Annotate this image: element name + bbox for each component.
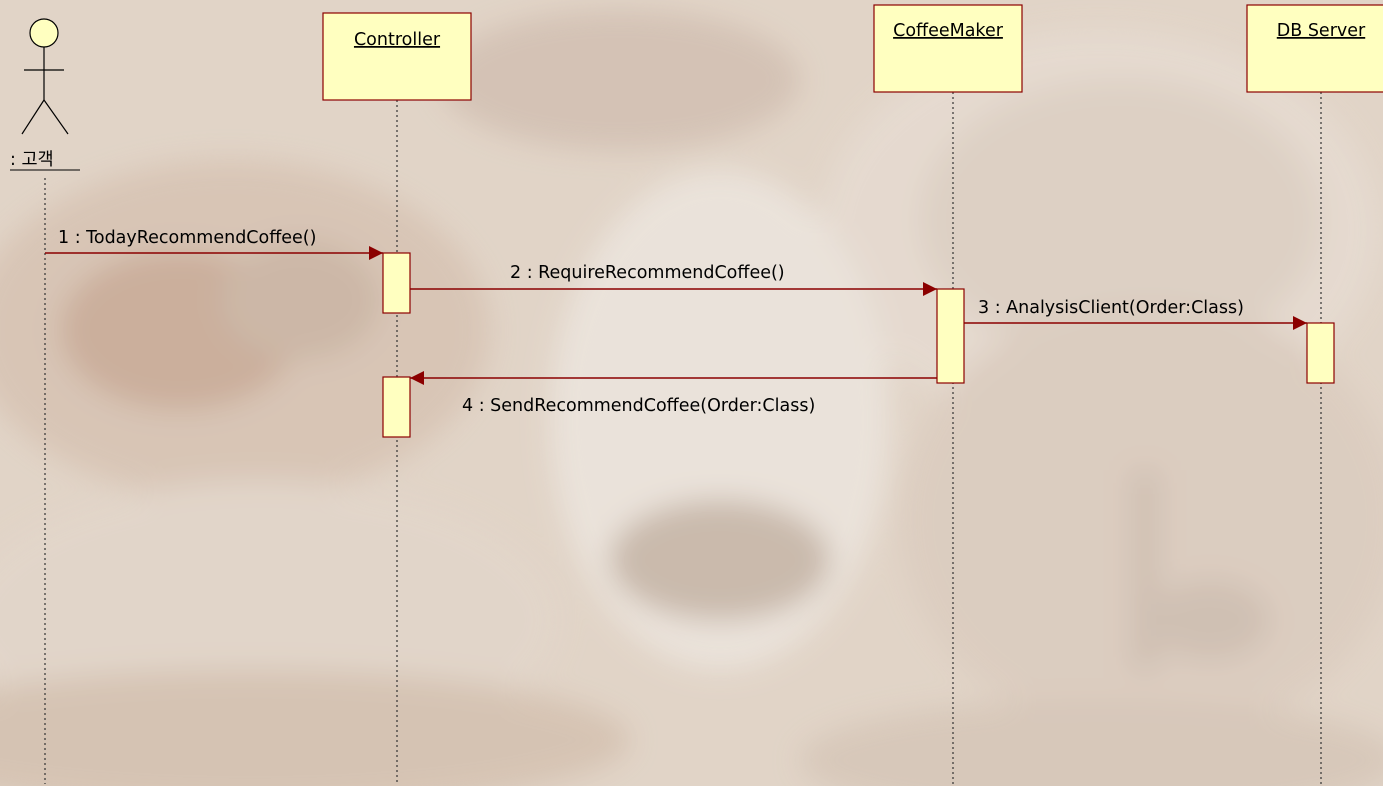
message-label-4: 4 : SendRecommendCoffee(Order:Class) (462, 396, 815, 416)
activation-controller-1 (382, 252, 411, 314)
object-label-controller: Controller (354, 30, 441, 50)
activation-dbserver (1306, 322, 1335, 384)
object-box-controller[interactable]: Controller (322, 12, 472, 101)
actor-name: : 고객 (10, 150, 54, 170)
stick-figure-icon (21, 18, 69, 135)
object-label-dbserver: DB Server (1277, 21, 1366, 41)
message-label-2: 2 : RequireRecommendCoffee() (510, 263, 785, 283)
activation-controller-2 (382, 376, 411, 438)
message-label-3: 3 : AnalysisClient(Order:Class) (978, 298, 1244, 318)
object-box-dbserver[interactable]: DB Server (1246, 4, 1383, 93)
message-label-1: 1 : TodayRecommendCoffee() (58, 228, 316, 248)
object-box-coffeemaker[interactable]: CoffeeMaker (873, 4, 1023, 93)
activation-coffeemaker (936, 288, 965, 384)
actor-customer[interactable]: : 고객 (10, 18, 80, 171)
object-label-coffeemaker: CoffeeMaker (893, 21, 1004, 41)
